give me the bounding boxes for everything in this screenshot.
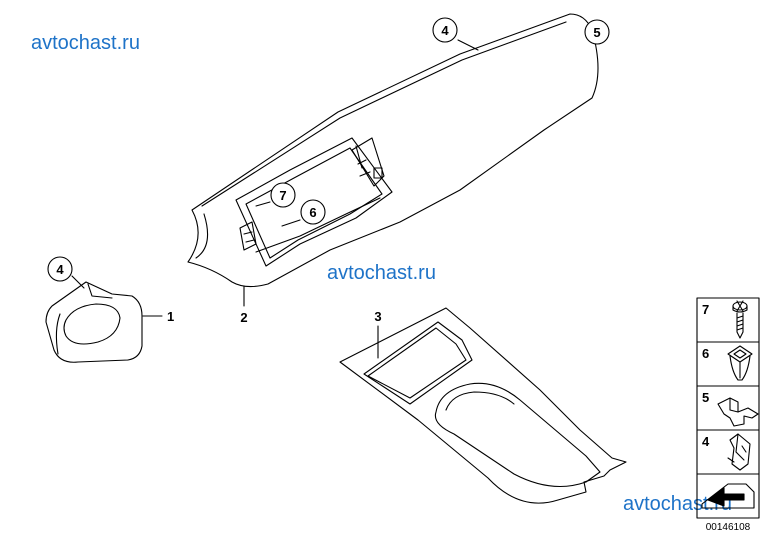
callout-7-main-text: 7: [279, 188, 286, 203]
inner-bracket-right: [351, 137, 385, 187]
console-frame: [339, 307, 627, 504]
spring-clip-icon: [727, 433, 751, 471]
legend-num-6: 6: [702, 346, 709, 361]
screw-icon: [732, 300, 748, 339]
callout-4-left: [47, 256, 73, 282]
leader-6: [281, 219, 301, 227]
callout-5-top: [584, 19, 610, 45]
callout-7-main: [270, 182, 296, 208]
callout-4-top: [432, 17, 458, 43]
hardware-legend: [696, 297, 760, 519]
main-trim-panel: [187, 13, 599, 288]
direction-arrow-icon: [701, 483, 755, 509]
leader-4-left: [71, 275, 85, 289]
callout-4-top-text: 4: [441, 23, 449, 38]
expanding-nut-icon: [727, 345, 753, 381]
callout-4-left-text: 4: [56, 262, 64, 277]
diagram-code: 00146108: [706, 522, 751, 533]
callout-6-main-text: 6: [309, 205, 316, 220]
inner-bracket-left: [239, 221, 257, 251]
bracket-clip-icon: [717, 397, 759, 427]
watermark-center: avtochast.ru: [327, 262, 436, 284]
callout-6-main: [300, 199, 326, 225]
part-number-3: 3: [374, 309, 381, 324]
leader-7: [255, 201, 271, 207]
leader-4-top: [457, 39, 479, 51]
legend-num-7: 7: [702, 302, 709, 317]
part-number-1: 1: [167, 309, 174, 324]
small-trim-cover: [45, 281, 143, 363]
part-number-2: 2: [240, 310, 247, 325]
watermark-top-left: avtochast.ru: [31, 32, 140, 54]
legend-num-5: 5: [702, 390, 709, 405]
callout-5-top-text: 5: [593, 25, 600, 40]
legend-num-4: 4: [702, 434, 710, 449]
watermark-bottom-right: avtochast.ru: [623, 493, 732, 515]
